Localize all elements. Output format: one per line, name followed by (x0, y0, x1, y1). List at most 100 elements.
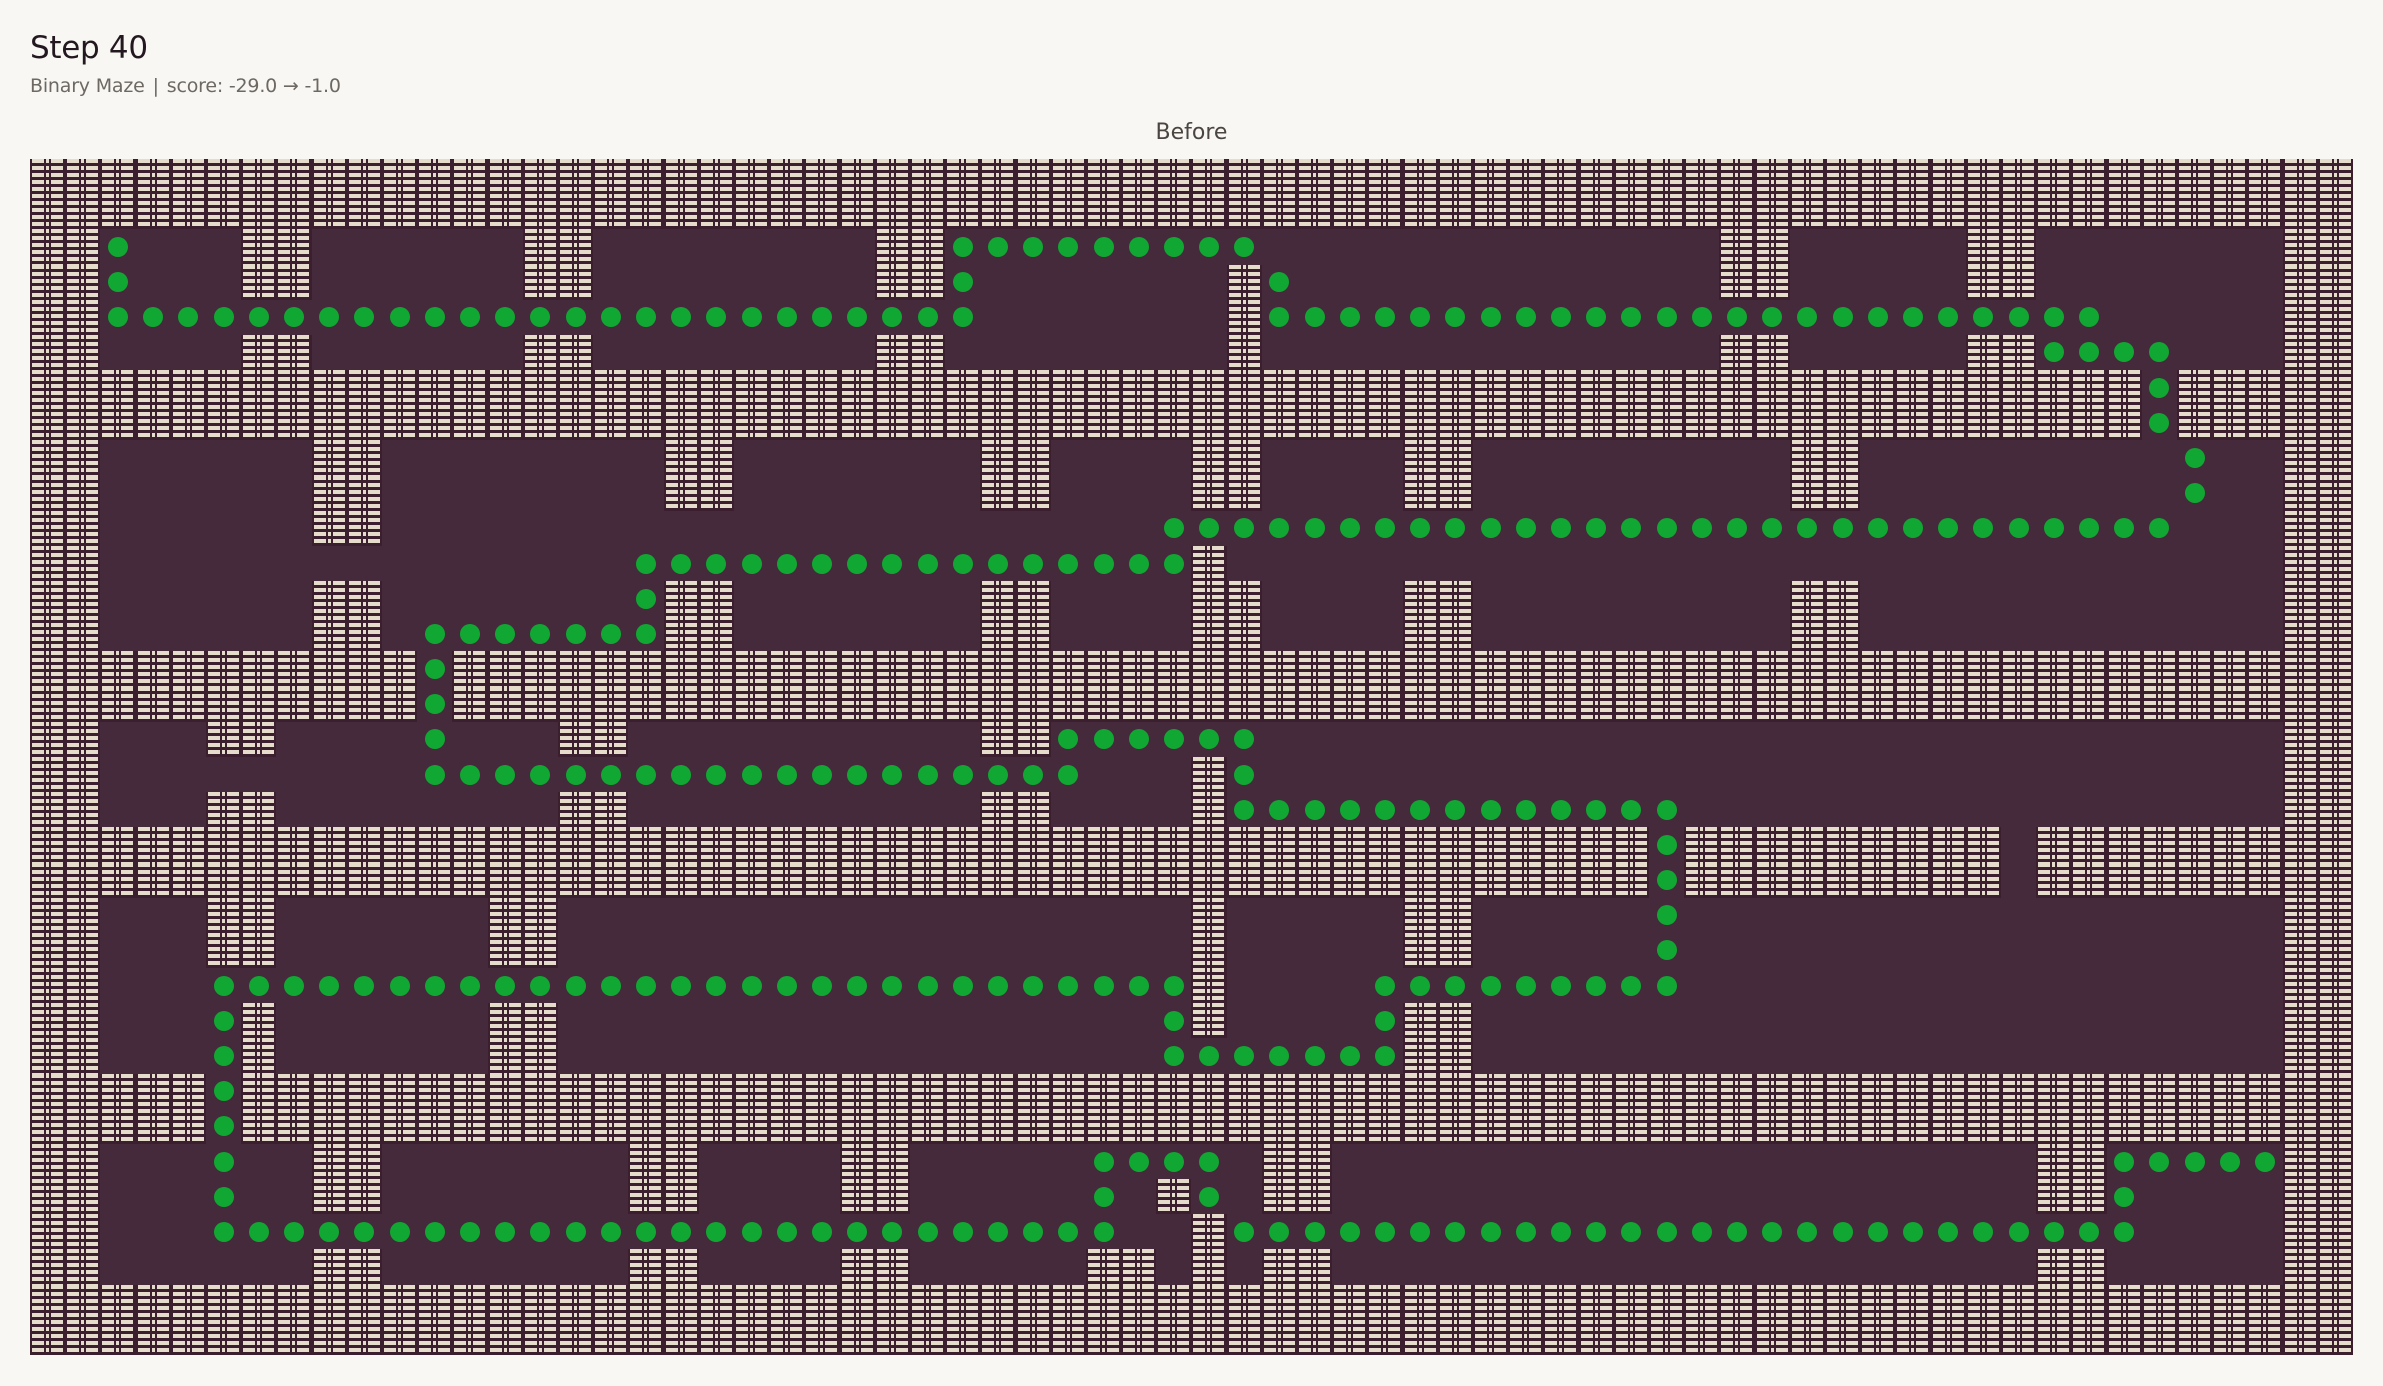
wall-tile (980, 862, 1016, 898)
path-dot-icon (1199, 236, 1220, 257)
floor-tile (1015, 1179, 1051, 1215)
wall-tile (874, 1179, 911, 1215)
wall-tile (1226, 862, 1263, 898)
path-dot-icon (354, 1221, 375, 1242)
floor-tile (241, 757, 277, 793)
wall-tile (1613, 686, 1650, 722)
path-dot-icon (1480, 307, 1501, 328)
wall-tile (1050, 159, 1087, 195)
path-dot-icon (1410, 799, 1431, 820)
wall-tile (2317, 1143, 2354, 1180)
wall-tile (2282, 721, 2319, 758)
wall-tile (241, 159, 277, 195)
path-dot-icon (1339, 799, 1360, 820)
wall-tile (1015, 1319, 1051, 1356)
wall-tile (1121, 686, 1157, 722)
floor-tile (487, 1143, 523, 1180)
floor-tile (1085, 1179, 1122, 1215)
floor-tile (2106, 299, 2142, 335)
path-dot-icon (2008, 307, 2029, 328)
wall-tile (698, 405, 735, 441)
wall-tile (2282, 651, 2319, 687)
floor-tile (1578, 897, 1614, 933)
path-dot-icon (600, 307, 621, 328)
wall-tile (100, 370, 136, 406)
path-dot-icon (1445, 1221, 1466, 1242)
wall-tile (1402, 1284, 1439, 1320)
floor-tile (1684, 581, 1720, 617)
wall-tile (241, 264, 277, 300)
floor-tile (1578, 1214, 1614, 1250)
floor-tile (1613, 581, 1650, 617)
floor-tile (945, 616, 981, 652)
floor-tile (839, 1214, 875, 1250)
wall-tile (1085, 159, 1122, 195)
wall-tile (2177, 1108, 2213, 1145)
wall-tile (1613, 194, 1650, 230)
wall-tile (1437, 1284, 1474, 1320)
floor-tile (1754, 545, 1790, 582)
floor-tile (698, 1249, 734, 1285)
floor-tile (2141, 1038, 2177, 1074)
floor-tile (1085, 510, 1122, 546)
wall-tile (1226, 686, 1263, 722)
floor-tile (769, 616, 805, 652)
floor-tile (1860, 264, 1896, 300)
path-dot-icon (389, 975, 410, 996)
floor-tile (945, 1249, 981, 1285)
wall-tile (452, 194, 488, 230)
wall-tile (452, 1319, 488, 1356)
wall-tile (1895, 1073, 1931, 1109)
wall-tile (1015, 475, 1051, 511)
wall-tile (1332, 405, 1368, 441)
path-dot-icon (1832, 518, 1853, 539)
floor-tile (1085, 475, 1122, 511)
wall-tile (2141, 651, 2178, 687)
wall-tile (65, 1003, 101, 1039)
wall-tile (663, 651, 699, 687)
floor-tile (1789, 757, 1826, 793)
floor-tile (1930, 475, 1966, 511)
floor-tile (2177, 440, 2213, 476)
floor-tile (804, 1179, 840, 1215)
wall-tile (980, 581, 1016, 617)
floor-tile (346, 264, 382, 300)
floor-tile (1895, 1249, 1931, 1285)
floor-tile (2106, 1214, 2142, 1250)
path-dot-icon (1410, 518, 1431, 539)
floor-tile (1649, 1214, 1685, 1250)
floor-tile (663, 229, 699, 265)
wall-tile (2177, 159, 2213, 195)
wall-tile (1508, 1108, 1544, 1145)
wall-tile (452, 827, 488, 863)
wall-tile (311, 1284, 347, 1320)
wall-tile (417, 827, 453, 863)
floor-tile (733, 510, 770, 546)
floor-tile (2177, 616, 2213, 652)
floor-tile (1965, 440, 2002, 476)
wall-tile (1825, 1284, 1861, 1320)
wall-tile (980, 616, 1016, 652)
floor-tile (1543, 897, 1579, 933)
wall-tile (1895, 686, 1931, 722)
wall-tile (1860, 159, 1896, 195)
floor-tile (733, 757, 770, 793)
floor-tile (1543, 616, 1579, 652)
wall-tile (1402, 370, 1439, 406)
floor-tile (1684, 897, 1720, 933)
wall-tile (1367, 405, 1403, 441)
floor-tile (663, 757, 699, 793)
floor-tile (1754, 1003, 1790, 1039)
floor-tile (769, 264, 805, 300)
floor-tile (1226, 1038, 1262, 1074)
wall-tile (557, 229, 594, 265)
wall-tile (487, 862, 523, 898)
wall-tile (557, 686, 594, 722)
floor-tile (1050, 264, 1086, 300)
floor-tile (1965, 897, 2002, 933)
wall-tile (1508, 405, 1544, 441)
floor-tile (1543, 510, 1579, 546)
floor-tile (1261, 1214, 1298, 1250)
path-dot-icon (1656, 307, 1677, 328)
wall-tile (346, 1143, 383, 1180)
